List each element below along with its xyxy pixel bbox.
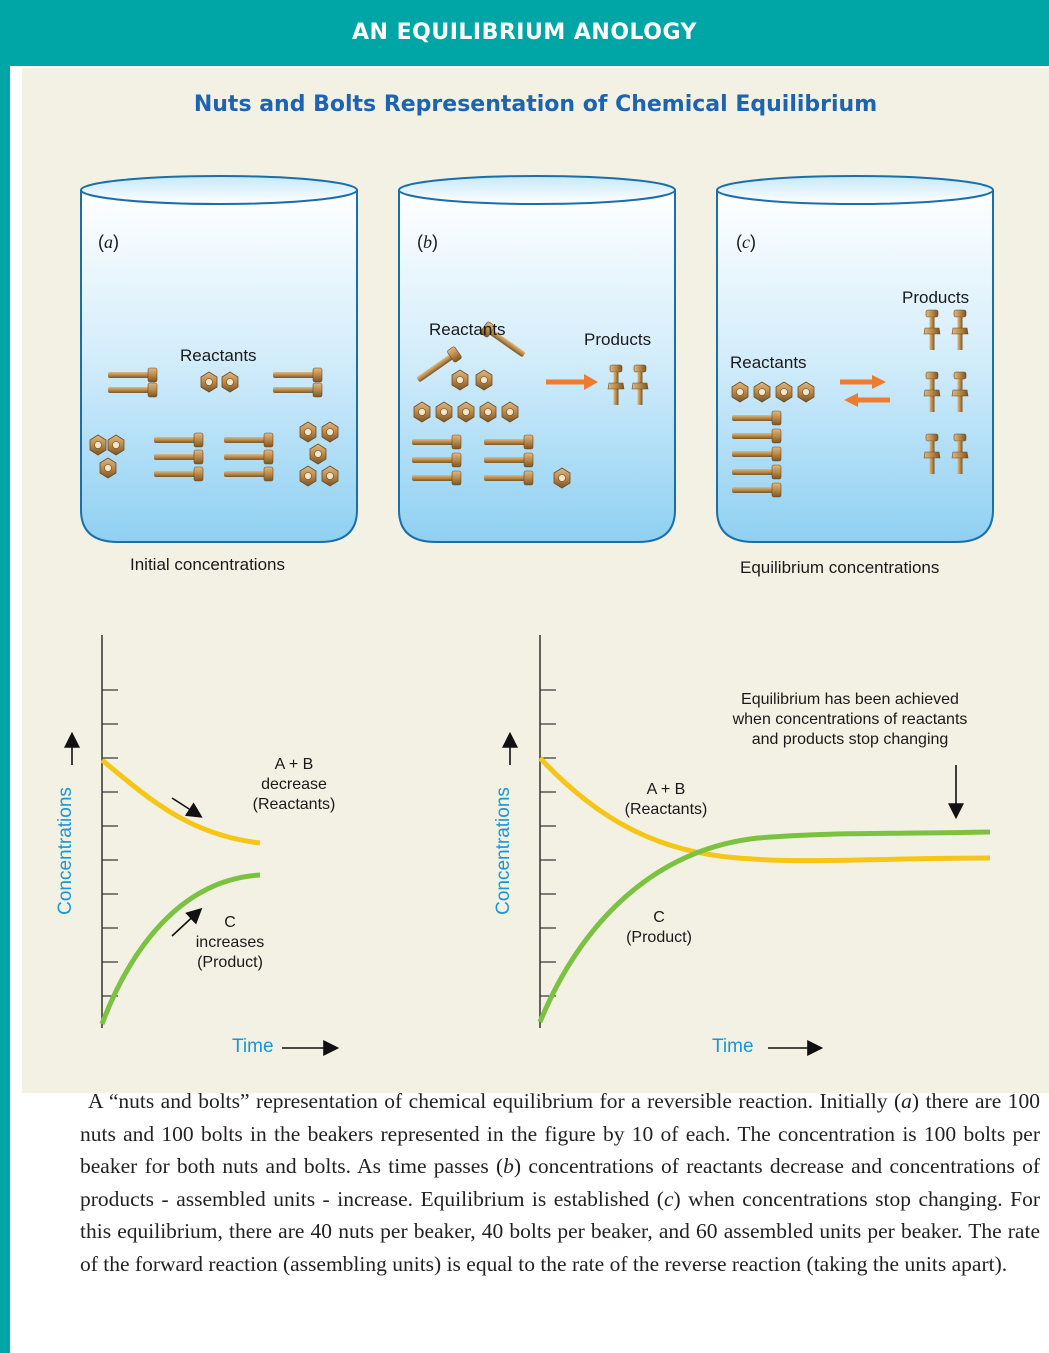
graph-right-reactant-annotation: A + B (Reactants) [624, 781, 708, 818]
beaker-b [398, 175, 676, 543]
equilibrium-note: Equilibrium has been achieved when conce… [732, 691, 968, 748]
beaker-c-reactants-label: Reactants [730, 353, 807, 372]
product-pointer-arrow [171, 907, 203, 937]
reactant-curve [538, 756, 991, 864]
beaker-b-tag: (b) [417, 232, 438, 252]
beaker-a-reactants-label: Reactants [180, 346, 257, 365]
forward-arrow [546, 374, 598, 390]
reversible-arrows [840, 375, 890, 407]
beaker-a-tag: (a) [98, 232, 119, 252]
graph-left-xlabel: Time [232, 1036, 274, 1057]
initial-concentrations-caption: Initial concentrations [130, 555, 285, 574]
beaker-b-products-label: Products [584, 330, 652, 349]
graph-right-xlabel: Time [712, 1036, 754, 1057]
reactant-curve [100, 758, 261, 846]
beaker-c-tag: (c) [736, 232, 756, 252]
product-curve [99, 872, 261, 1025]
reactant-pointer-arrow [171, 797, 203, 818]
graph-left-reactant-annotation: A + B decrease (Reactants) [252, 756, 336, 813]
graph-left [64, 635, 340, 1056]
graph-left-ticks [102, 689, 118, 997]
panel-title: Nuts and Bolts Representation of Chemica… [193, 92, 878, 117]
figure-caption: A “nuts and bolts” representation of che… [80, 1089, 1041, 1276]
beaker-a [80, 175, 358, 543]
graph-right-ylabel: Concentrations [492, 787, 514, 915]
header-title: AN EQUILIBRIUM ANOLOGY [352, 20, 697, 45]
header-bar [0, 0, 1049, 66]
graph-right-ticks [540, 689, 556, 997]
beaker-b-reactants-label: Reactants [429, 320, 506, 339]
graph-right [502, 635, 991, 1056]
equilibrium-concentrations-caption: Equilibrium concentrations [740, 558, 940, 577]
graph-right-product-annotation: C (Product) [626, 909, 692, 946]
graph-left-ylabel: Concentrations [54, 787, 76, 915]
left-rule [0, 66, 10, 1353]
beaker-c-products-label: Products [902, 288, 970, 307]
graph-left-product-annotation: C increases (Product) [195, 914, 265, 971]
beaker-c [716, 175, 994, 543]
product-curve [537, 829, 991, 1023]
